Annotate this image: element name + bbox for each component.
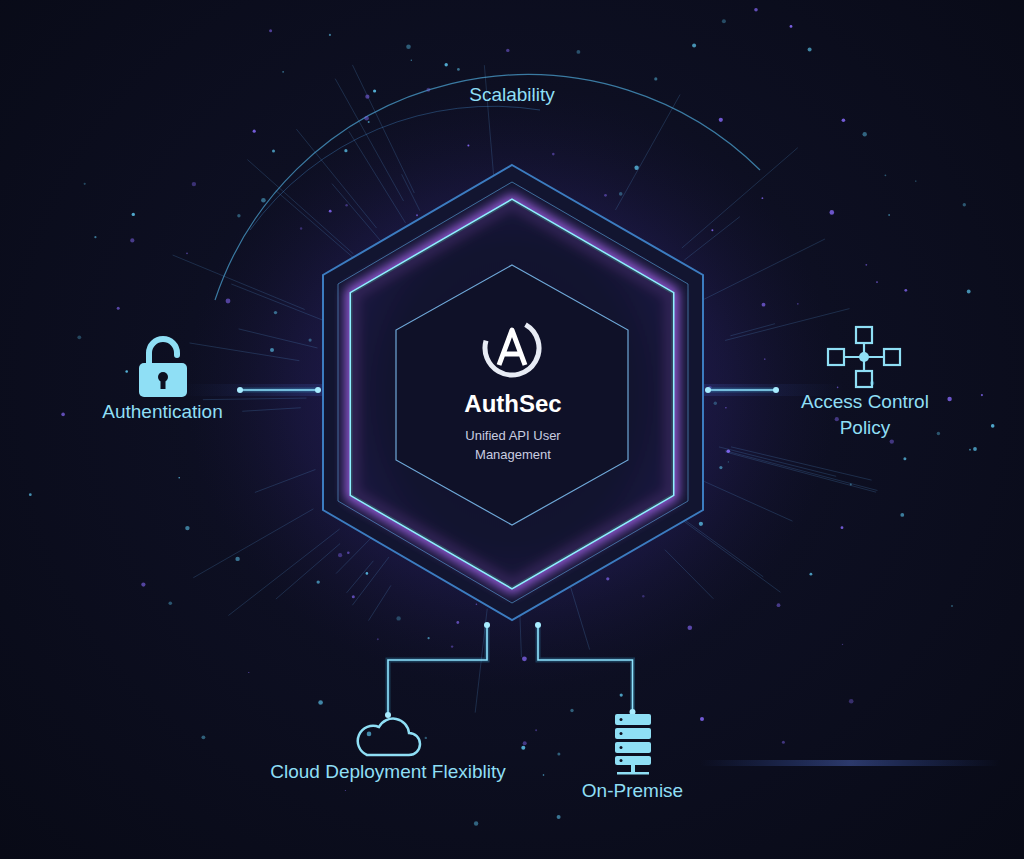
- connector: [705, 387, 779, 393]
- product-tagline: Unified API User Management: [443, 426, 583, 464]
- cloud-icon: [353, 715, 423, 759]
- feature-node: On-Premise: [560, 712, 705, 804]
- feature-label: On-Premise: [582, 778, 683, 804]
- connector: [535, 622, 636, 715]
- connector: [385, 622, 490, 718]
- product-name: AuthSec: [318, 390, 708, 418]
- server-icon: [611, 712, 655, 778]
- hexagon-core: AuthSecUnified API User Management: [318, 160, 708, 625]
- feature-node: Authentication: [85, 335, 240, 425]
- feature-label: Authentication: [102, 399, 222, 425]
- feature-node: Cloud Deployment Flexiblity: [266, 715, 510, 785]
- lock-icon: [133, 335, 193, 399]
- feature-label: Cloud Deployment Flexiblity: [270, 759, 506, 785]
- feature-label: Scalability: [412, 84, 612, 106]
- feature-label: Access Control Policy: [776, 389, 954, 441]
- connector: [237, 387, 321, 393]
- network-icon: [825, 325, 905, 389]
- feature-node: Access Control Policy: [776, 325, 954, 441]
